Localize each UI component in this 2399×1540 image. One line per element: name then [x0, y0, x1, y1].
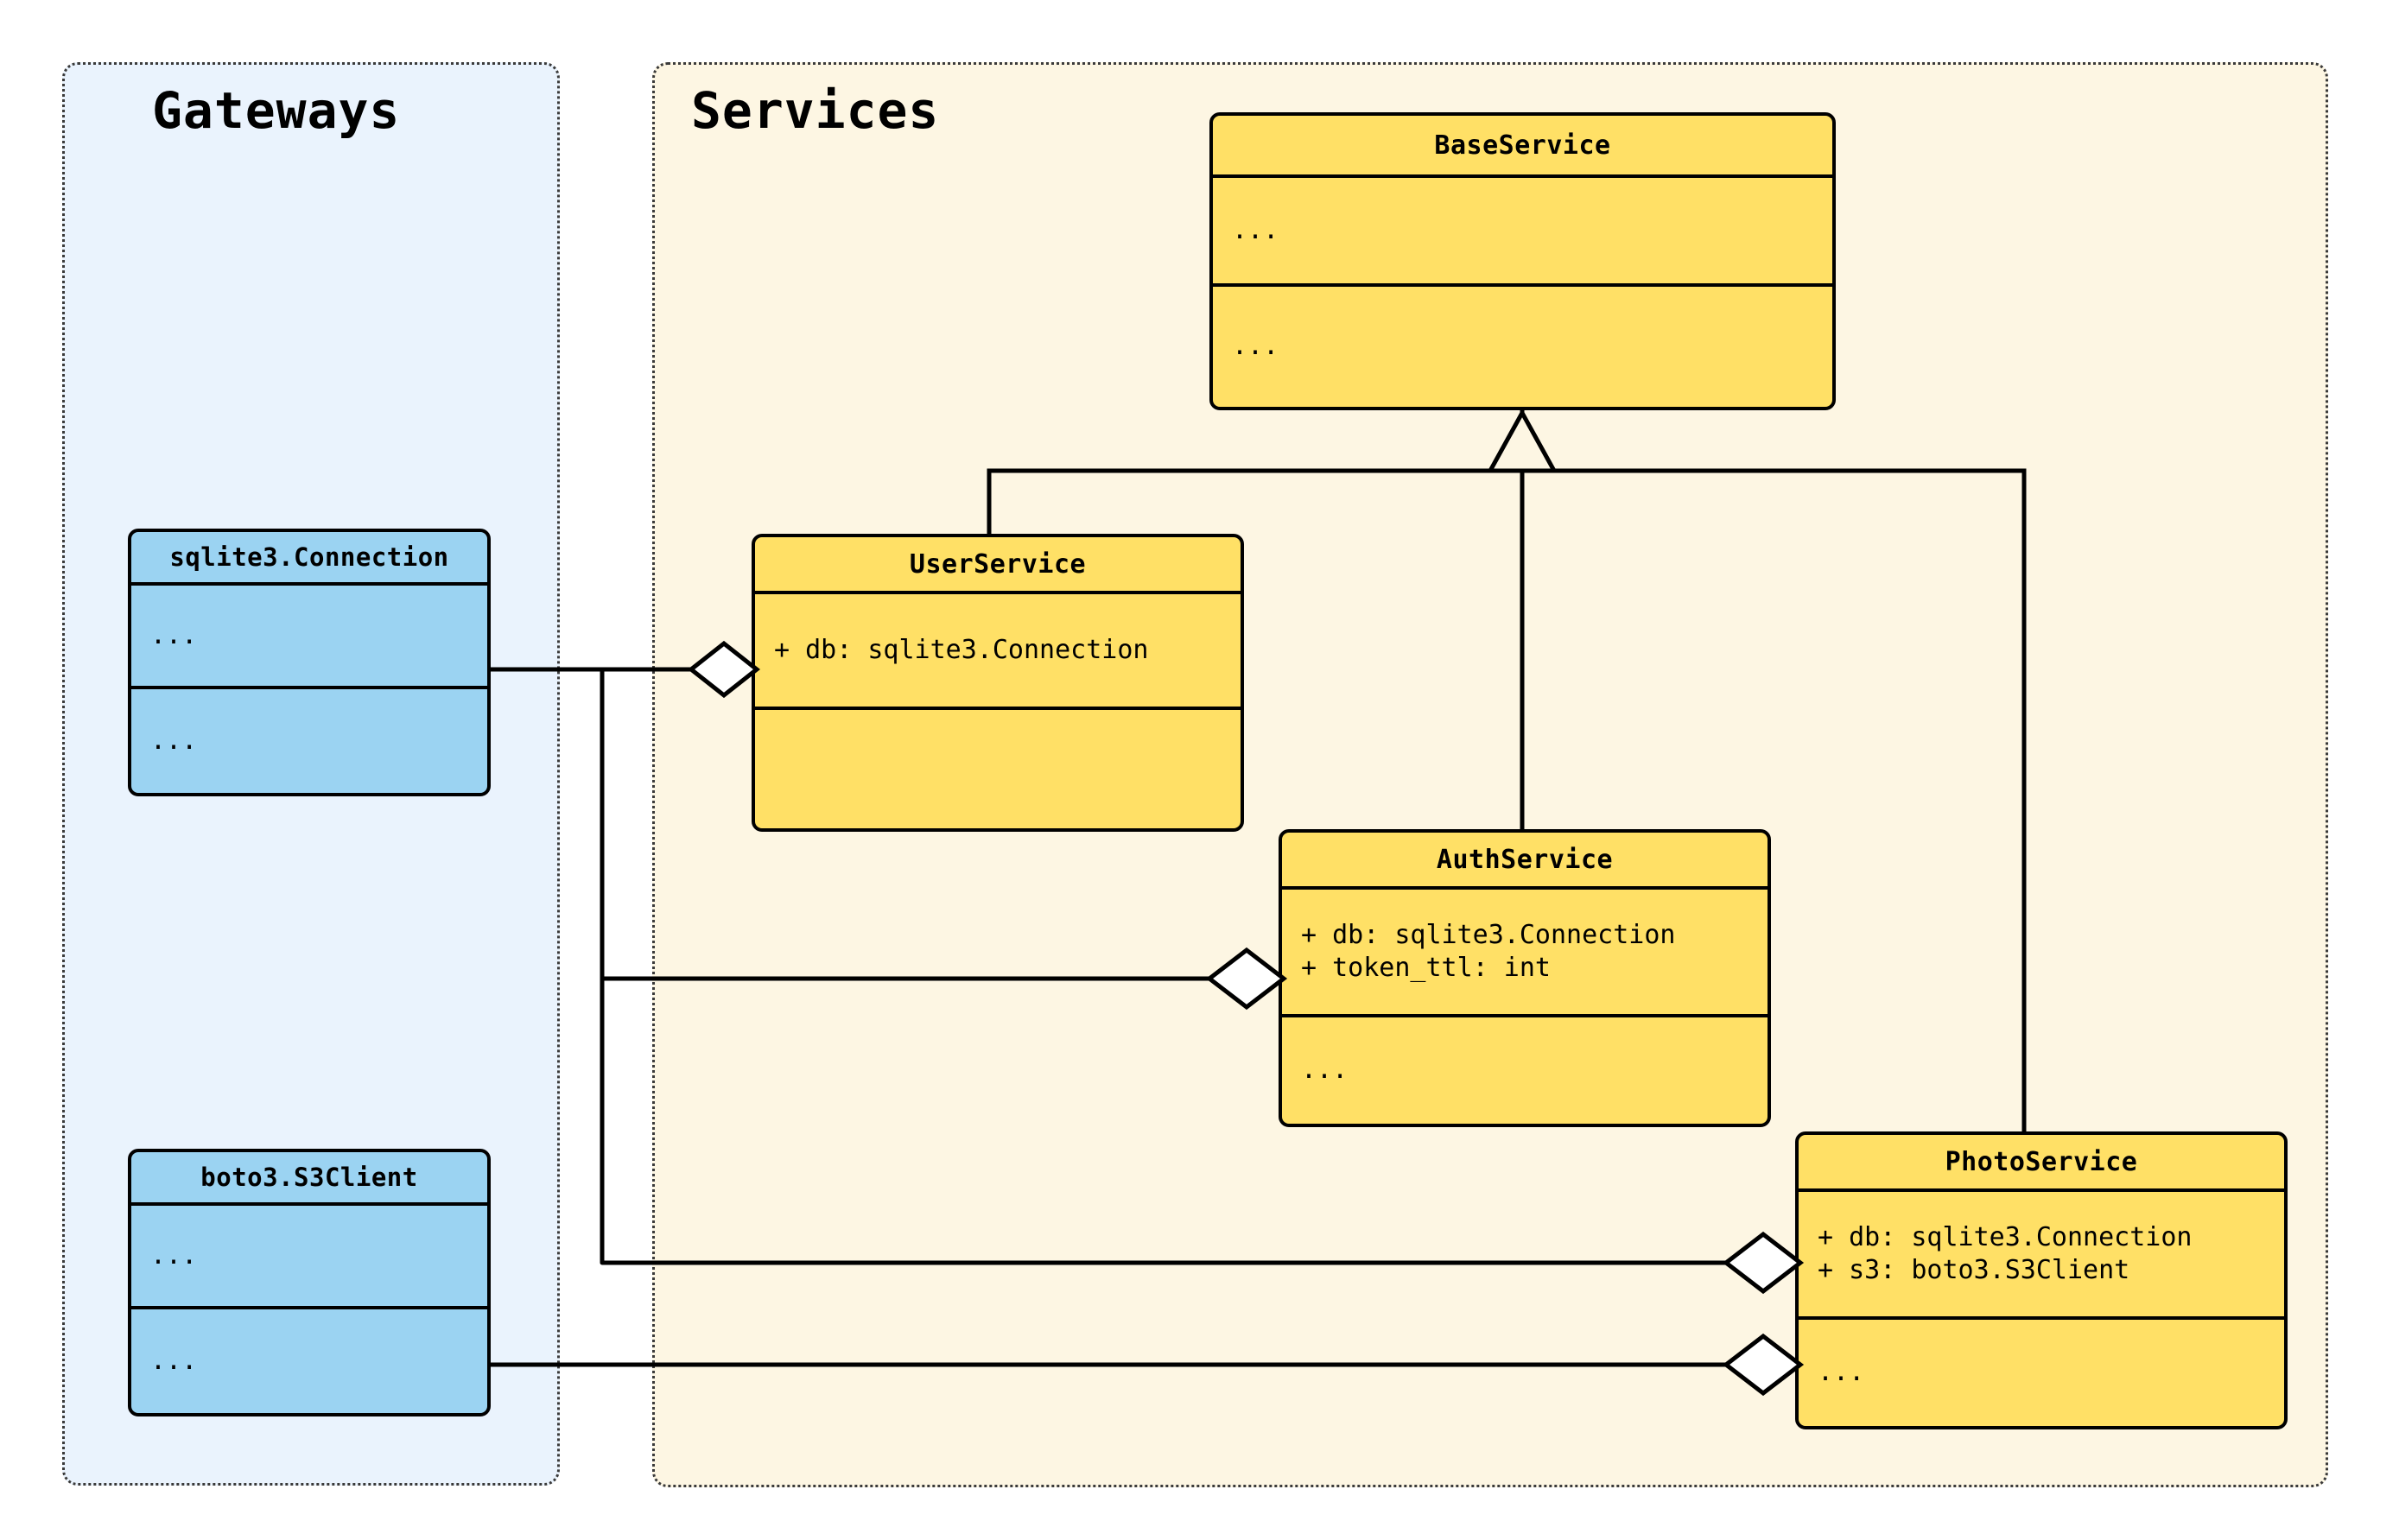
class-box-photoservice[interactable]: PhotoService + db: sqlite3.Connection + … — [1795, 1131, 2288, 1429]
class-methods-boto3-s3client: ... — [131, 1309, 487, 1413]
class-name-photoservice: PhotoService — [1799, 1135, 2284, 1192]
class-title-text: boto3.S3Client — [200, 1163, 418, 1192]
attribute-list: + db: sqlite3.Connection + s3: boto3.S3C… — [1818, 1221, 2193, 1285]
class-title-text: PhotoService — [1945, 1146, 2138, 1177]
attribute-list: + db: sqlite3.Connection — [774, 634, 1149, 665]
class-attributes-baseservice: ... — [1213, 178, 1832, 287]
class-title-text: AuthService — [1436, 844, 1614, 875]
class-name-boto3-s3client: boto3.S3Client — [131, 1152, 487, 1206]
method-list: ... — [1232, 331, 1279, 362]
class-methods-authservice: ... — [1282, 1017, 1768, 1124]
class-title-text: BaseService — [1434, 130, 1611, 161]
class-attributes-authservice: + db: sqlite3.Connection + token_ttl: in… — [1282, 890, 1768, 1017]
class-title-text: UserService — [909, 548, 1087, 580]
class-box-userservice[interactable]: UserService + db: sqlite3.Connection — [752, 534, 1244, 832]
class-box-sqlite3-connection[interactable]: sqlite3.Connection ... ... — [128, 529, 491, 796]
class-methods-userservice — [755, 710, 1241, 828]
class-attributes-boto3-s3client: ... — [131, 1206, 487, 1309]
method-list: ... — [150, 1345, 198, 1376]
class-methods-sqlite3-connection: ... — [131, 689, 487, 793]
class-box-boto3-s3client[interactable]: boto3.S3Client ... ... — [128, 1149, 491, 1416]
method-list: ... — [1301, 1055, 1349, 1086]
method-list: ... — [1818, 1357, 1865, 1388]
class-box-baseservice[interactable]: BaseService ... ... — [1209, 112, 1836, 410]
attribute-list: ... — [150, 1239, 198, 1271]
class-name-baseservice: BaseService — [1213, 116, 1832, 178]
method-list: ... — [150, 725, 198, 756]
class-name-userservice: UserService — [755, 537, 1241, 594]
class-title-text: sqlite3.Connection — [169, 542, 449, 572]
class-box-authservice[interactable]: AuthService + db: sqlite3.Connection + t… — [1279, 829, 1771, 1127]
attribute-list: + db: sqlite3.Connection + token_ttl: in… — [1301, 919, 1676, 983]
class-name-sqlite3-connection: sqlite3.Connection — [131, 532, 487, 586]
attribute-list: ... — [150, 619, 198, 650]
class-methods-photoservice: ... — [1799, 1320, 2284, 1426]
class-attributes-userservice: + db: sqlite3.Connection — [755, 594, 1241, 710]
class-name-authservice: AuthService — [1282, 833, 1768, 890]
class-methods-baseservice: ... — [1213, 287, 1832, 407]
attribute-list: ... — [1232, 214, 1279, 245]
package-services-title: Services — [691, 81, 940, 140]
package-gateways-title: Gateways — [152, 81, 401, 140]
class-attributes-sqlite3-connection: ... — [131, 586, 487, 689]
class-attributes-photoservice: + db: sqlite3.Connection + s3: boto3.S3C… — [1799, 1192, 2284, 1320]
